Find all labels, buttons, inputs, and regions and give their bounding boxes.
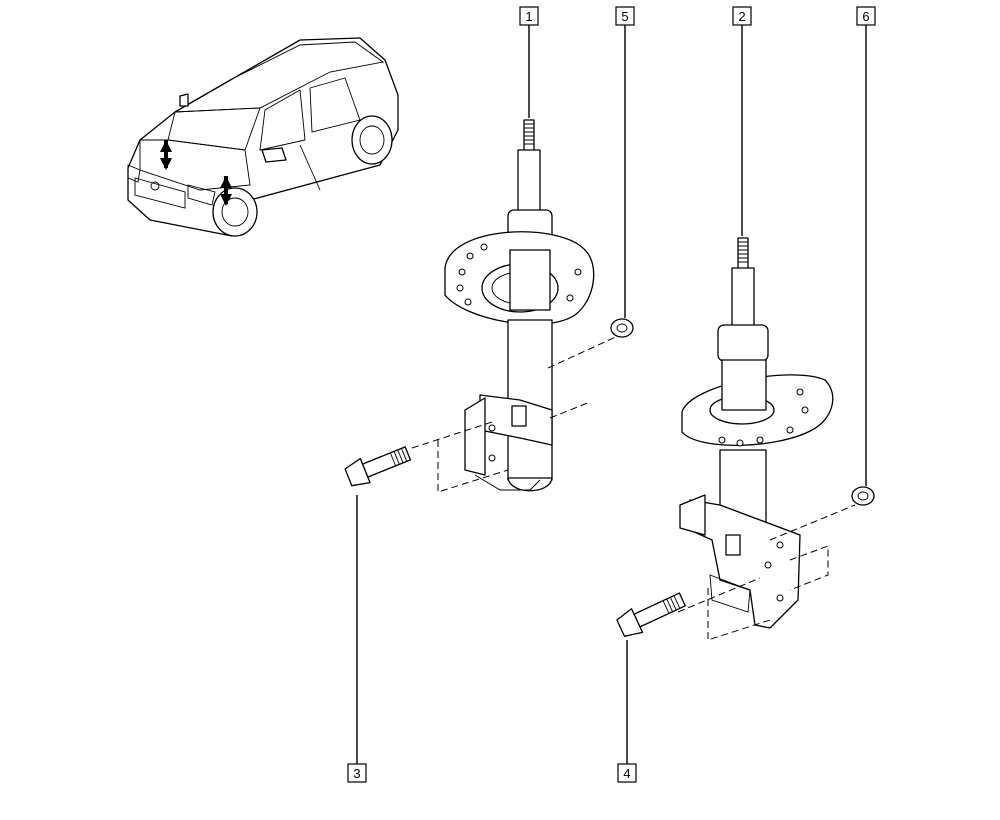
left-shock-absorber-icon [444, 119, 595, 492]
left-nut-icon [610, 318, 634, 338]
callout-label-6: 6 [862, 9, 869, 24]
callout-label-2: 2 [738, 9, 745, 24]
callout-4: 4 [617, 763, 637, 783]
right-assembly-guide [707, 588, 771, 641]
callout-2: 2 [732, 6, 752, 26]
right-bolt-icon [616, 592, 686, 637]
callout-label-3: 3 [353, 766, 360, 781]
left-bolt-icon [344, 446, 412, 487]
callout-label-5: 5 [621, 9, 628, 24]
callout-label-4: 4 [623, 766, 630, 781]
left-assembly-guide [437, 440, 509, 493]
right-shock-absorber-icon [679, 237, 834, 629]
callout-6: 6 [856, 6, 876, 26]
callout-1: 1 [519, 6, 539, 26]
callout-5: 5 [615, 6, 635, 26]
vehicle-locator-icon [127, 37, 399, 237]
right-nut-icon [851, 486, 875, 506]
callout-3: 3 [347, 763, 367, 783]
strut-location-marker-icon [160, 140, 232, 206]
callout-label-1: 1 [525, 9, 532, 24]
